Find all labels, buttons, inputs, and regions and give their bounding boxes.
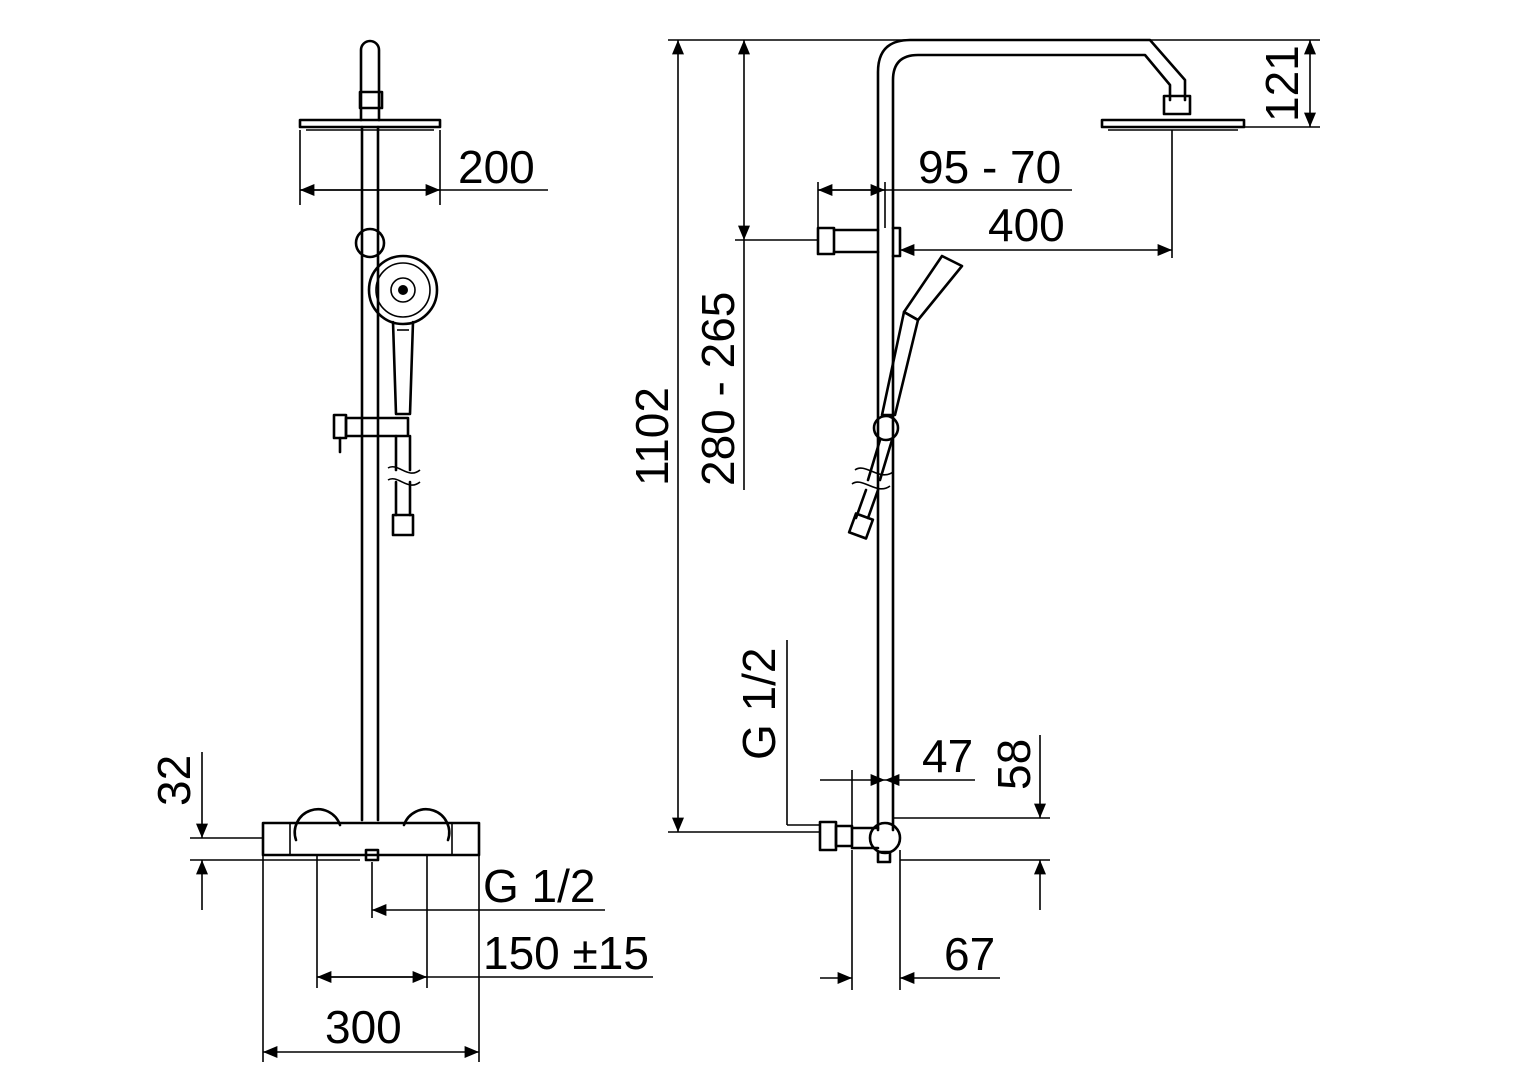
dim-inlet-front: G 1/2 — [483, 860, 596, 912]
dim-total-height: 1102 — [626, 387, 678, 486]
dim-height-32: 32 — [148, 755, 200, 806]
side-dimensions: 1102 280 - 265 121 95 - 70 400 G 1/2 47 … — [626, 39, 1320, 990]
dim-arm-reach: 400 — [988, 199, 1065, 251]
dim-wall-distance: 95 - 70 — [918, 141, 1061, 193]
dim-58: 58 — [988, 739, 1040, 790]
dim-inlet-spacing: 150 ±15 — [483, 927, 649, 979]
dim-arm-height: 121 — [1256, 45, 1308, 122]
dim-47: 47 — [922, 730, 973, 782]
dim-inlet-side: G 1/2 — [733, 647, 785, 760]
dim-67: 67 — [944, 928, 995, 980]
dim-head-width: 200 — [458, 141, 535, 193]
front-view — [261, 39, 481, 862]
front-dimensions: 200 32 G 1/2 150 ±15 300 — [148, 130, 653, 1062]
dim-holder-range: 280 - 265 — [692, 292, 744, 486]
dim-body-width: 300 — [325, 1001, 402, 1053]
